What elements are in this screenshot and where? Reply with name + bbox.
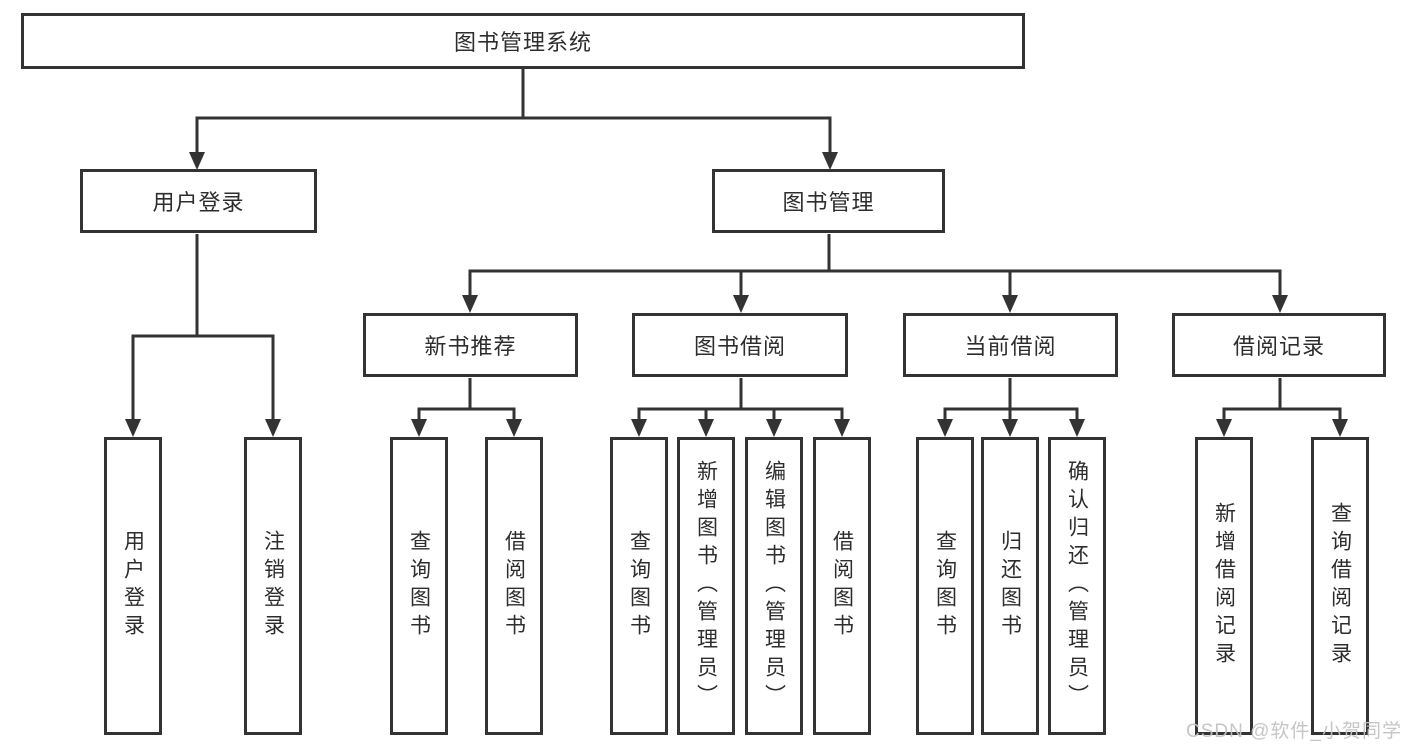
connector-paths	[131, 67, 1342, 419]
node-root-label: 图书管理系统	[453, 30, 592, 55]
node-current-borrow: 当前借阅	[903, 313, 1118, 377]
leaf-user-login-label: 用户登录	[121, 530, 145, 642]
leaf-query-book-1-label: 查询图书	[407, 530, 431, 642]
leaf-logout-label: 注销登录	[261, 530, 285, 642]
leaf-query-book-1: 查询图书	[390, 437, 448, 735]
leaf-user-login: 用户登录	[104, 437, 162, 735]
leaf-logout: 注销登录	[244, 437, 302, 735]
node-book-management-label: 图书管理	[782, 190, 875, 215]
node-user-login: 用户登录	[80, 169, 317, 233]
leaf-edit-book-admin-label: 编辑图书（管理员）	[762, 460, 786, 712]
node-book-management: 图书管理	[712, 169, 945, 233]
leaf-borrow-book-1-label: 借阅图书	[502, 530, 526, 642]
leaf-borrow-book-1: 借阅图书	[485, 437, 543, 735]
leaf-query-book-3-label: 查询图书	[933, 530, 957, 642]
node-new-book-recommend: 新书推荐	[363, 313, 578, 377]
arrowheads	[125, 152, 1348, 437]
leaf-query-borrow-record: 查询借阅记录	[1311, 437, 1369, 735]
node-book-borrow: 图书借阅	[632, 313, 848, 377]
node-new-book-recommend-label: 新书推荐	[424, 334, 517, 359]
leaf-query-book-2-label: 查询图书	[627, 530, 651, 642]
leaf-add-book-admin: 新增图书（管理员）	[677, 437, 735, 735]
leaf-add-book-admin-label: 新增图书（管理员）	[694, 460, 718, 712]
leaf-confirm-return-admin: 确认归还（管理员）	[1048, 437, 1106, 735]
watermark-text: CSDN @软件_小贺同学	[1186, 721, 1402, 742]
node-book-borrow-label: 图书借阅	[693, 334, 786, 359]
leaf-query-book-3: 查询图书	[916, 437, 974, 735]
leaf-edit-book-admin: 编辑图书（管理员）	[745, 437, 803, 735]
leaf-add-borrow-record-label: 新增借阅记录	[1212, 502, 1236, 670]
leaf-confirm-return-admin-label: 确认归还（管理员）	[1065, 460, 1089, 712]
node-borrow-records-label: 借阅记录	[1232, 334, 1325, 359]
leaf-add-borrow-record: 新增借阅记录	[1195, 437, 1253, 735]
leaf-borrow-book-2: 借阅图书	[813, 437, 871, 735]
node-current-borrow-label: 当前借阅	[964, 334, 1057, 359]
leaf-return-book-label: 归还图书	[998, 530, 1022, 642]
leaf-return-book: 归还图书	[981, 437, 1039, 735]
node-user-login-label: 用户登录	[152, 190, 245, 215]
node-root: 图书管理系统	[21, 13, 1025, 69]
leaf-query-borrow-record-label: 查询借阅记录	[1328, 502, 1352, 670]
leaf-query-book-2: 查询图书	[610, 437, 668, 735]
node-borrow-records: 借阅记录	[1172, 313, 1386, 377]
leaf-borrow-book-2-label: 借阅图书	[830, 530, 854, 642]
